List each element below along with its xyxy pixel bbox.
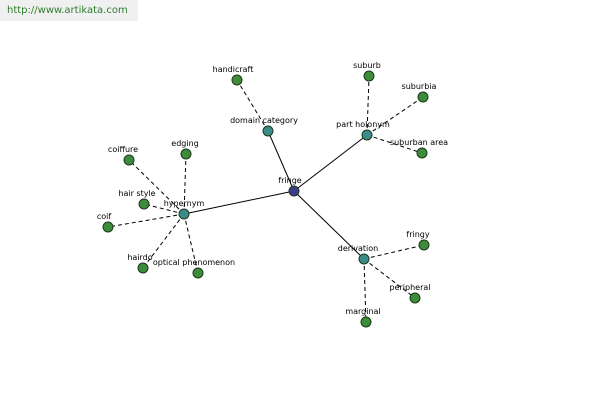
node-label-domain-category: domain category (230, 116, 298, 125)
node-label-marginal: marginal (345, 307, 380, 316)
node-circle-suburb[interactable] (363, 70, 375, 82)
node-suburban-area[interactable]: suburban area (390, 138, 448, 159)
node-label-suburbia: suburbia (402, 82, 437, 91)
node-label-edging: edging (171, 139, 198, 148)
node-circle-hair-style[interactable] (138, 198, 150, 210)
node-edging[interactable]: edging (171, 139, 199, 160)
node-circle-part-holonym[interactable] (361, 129, 373, 141)
node-circle-derivation[interactable] (358, 253, 370, 265)
node-hairdo[interactable]: hairdo (127, 253, 153, 274)
node-label-hypernym: hypernym (164, 199, 205, 208)
node-label-hairdo: hairdo (127, 253, 152, 262)
node-circle-handicraft[interactable] (231, 74, 243, 86)
node-circle-peripheral[interactable] (409, 292, 421, 304)
nodes-layer: fringe hypernym domain category part holony… (97, 61, 448, 328)
node-peripheral[interactable]: peripheral (390, 283, 431, 304)
node-label-coif: coif (97, 212, 112, 221)
node-hypernym[interactable]: hypernym (164, 199, 205, 220)
node-circle-hairdo[interactable] (137, 262, 149, 274)
node-circle-coiffure[interactable] (123, 154, 135, 166)
node-suburbia[interactable]: suburbia (402, 82, 437, 103)
node-optical-phenomenon[interactable]: optical phenomenon (153, 258, 235, 279)
node-coiffure[interactable]: coiffure (108, 145, 138, 166)
node-suburb[interactable]: suburb (353, 61, 381, 82)
edge-part-holonym-to-suburban-area (366, 134, 423, 154)
node-coif[interactable]: coif (97, 212, 114, 233)
node-label-suburban-area: suburban area (390, 138, 448, 147)
node-circle-edging[interactable] (180, 148, 192, 160)
node-circle-suburbia[interactable] (417, 91, 429, 103)
edges-layer (107, 75, 425, 323)
edge-part-holonym-to-suburb (366, 75, 370, 136)
node-fringy[interactable]: fringy (406, 230, 430, 251)
node-handicraft[interactable]: handicraft (213, 65, 254, 86)
node-hair-style[interactable]: hair style (118, 189, 156, 210)
edge-hypernym-to-coiffure (128, 159, 185, 215)
edge-hypernym-to-edging (183, 153, 187, 215)
node-label-suburb: suburb (353, 61, 381, 70)
node-label-fringe: fringe (278, 176, 301, 185)
edge-fringe-to-hypernym (183, 190, 295, 215)
node-label-peripheral: peripheral (390, 283, 431, 292)
edge-fringe-to-derivation (293, 190, 365, 260)
edge-hypernym-to-coif (107, 213, 185, 228)
edge-derivation-to-peripheral (363, 258, 416, 299)
node-fringe[interactable]: fringe (278, 176, 302, 197)
node-label-optical-phenomenon: optical phenomenon (153, 258, 235, 267)
node-part-holonym[interactable]: part holonym (336, 120, 390, 141)
edge-domain-category-to-handicraft (236, 79, 269, 132)
node-circle-hypernym[interactable] (178, 208, 190, 220)
edge-part-holonym-to-suburbia (366, 96, 424, 136)
watermark-url: http://www.artikata.com (0, 0, 138, 21)
node-domain-category[interactable]: domain category (230, 116, 298, 137)
node-circle-suburban-area[interactable] (416, 147, 428, 159)
node-circle-fringe[interactable] (288, 185, 300, 197)
edge-fringe-to-part-holonym (293, 134, 368, 192)
node-circle-optical-phenomenon[interactable] (192, 267, 204, 279)
node-label-coiffure: coiffure (108, 145, 138, 154)
node-label-handicraft: handicraft (213, 65, 254, 74)
node-label-part-holonym: part holonym (336, 120, 390, 129)
node-circle-coif[interactable] (102, 221, 114, 233)
edge-derivation-to-marginal (363, 258, 367, 323)
node-circle-domain-category[interactable] (262, 125, 274, 137)
edge-hypernym-to-optical-phenomenon (183, 213, 199, 274)
node-circle-marginal[interactable] (360, 316, 372, 328)
node-derivation[interactable]: derivation (338, 244, 378, 265)
edge-hypernym-to-hairdo (142, 213, 185, 269)
node-label-hair-style: hair style (118, 189, 155, 198)
node-marginal[interactable]: marginal (345, 307, 381, 328)
edge-fringe-to-domain-category (267, 130, 295, 192)
node-label-derivation: derivation (338, 244, 378, 253)
node-label-fringy: fringy (406, 230, 429, 239)
edge-derivation-to-fringy (363, 244, 425, 260)
node-circle-fringy[interactable] (418, 239, 430, 251)
